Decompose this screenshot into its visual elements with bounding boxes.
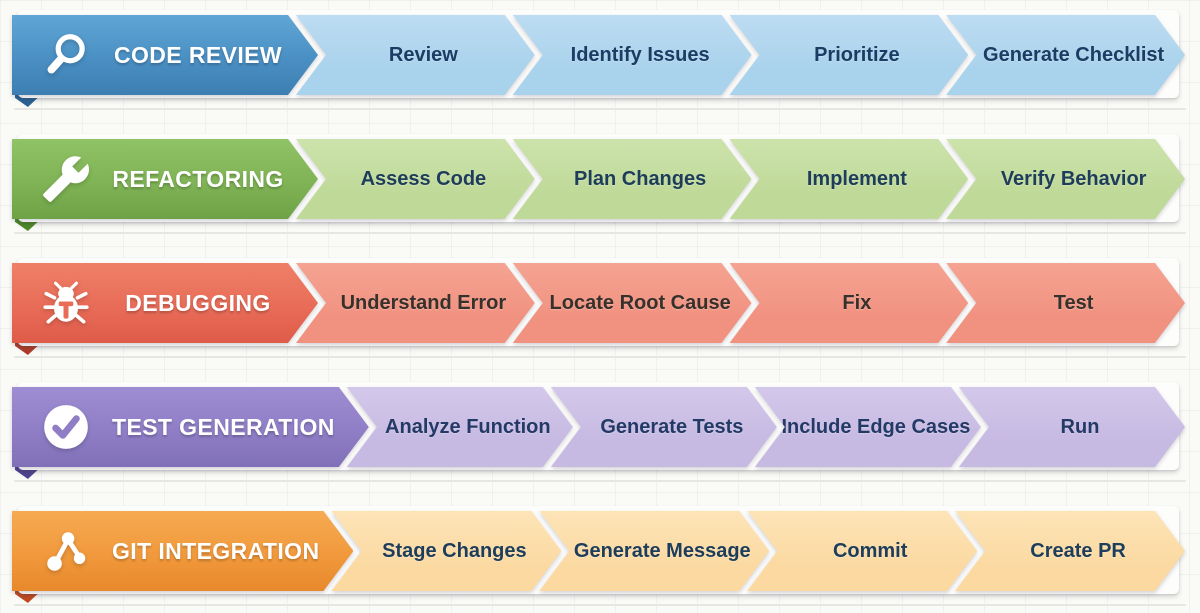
magnifier-icon bbox=[40, 29, 92, 81]
workflow-header: DEBUGGING bbox=[12, 263, 318, 343]
workflow-header: TEST GENERATION bbox=[12, 387, 369, 467]
row-divider bbox=[14, 232, 1186, 234]
ribbon-bar: TEST GENERATION Analyze Function Generate… bbox=[12, 387, 1185, 467]
step-label: Assess Code bbox=[360, 167, 487, 190]
workflow-step: Prioritize bbox=[730, 15, 969, 95]
workflow-step: Verify Behavior bbox=[946, 139, 1185, 219]
step-label: Generate Checklist bbox=[983, 43, 1165, 66]
workflow-title: CODE REVIEW bbox=[114, 41, 282, 68]
step-label: Analyze Function bbox=[385, 415, 551, 438]
step-label: Prioritize bbox=[814, 43, 900, 66]
step-label: Test bbox=[1053, 291, 1094, 314]
workflow-row: TEST GENERATION Analyze Function Generate… bbox=[12, 382, 1185, 479]
row-divider bbox=[14, 108, 1186, 110]
step-label: Commit bbox=[832, 539, 908, 562]
workflow-title: GIT INTEGRATION bbox=[112, 537, 320, 564]
step-label: Identify Issues bbox=[570, 43, 710, 66]
workflow-step: Generate Message bbox=[539, 511, 769, 591]
workflow-header: REFACTORING bbox=[12, 139, 318, 219]
step-label: Review bbox=[388, 43, 458, 66]
workflow-step: Run bbox=[959, 387, 1185, 467]
workflow-step: Understand Error bbox=[296, 263, 535, 343]
workflow-step: Plan Changes bbox=[513, 139, 752, 219]
workflow-header: GIT INTEGRATION bbox=[12, 511, 353, 591]
workflow-step: Identify Issues bbox=[513, 15, 752, 95]
ribbon-bar: CODE REVIEW Review Identify Issues Priorit… bbox=[12, 15, 1185, 95]
workflow-title: REFACTORING bbox=[112, 165, 284, 192]
step-label: Understand Error bbox=[340, 291, 507, 314]
git-branch-icon bbox=[40, 525, 92, 577]
row-divider bbox=[14, 480, 1186, 482]
workflow-row: DEBUGGING Understand Error Locate Root Ca… bbox=[12, 258, 1185, 355]
step-label: Include Edge Cases bbox=[781, 415, 971, 438]
wrench-icon bbox=[40, 153, 92, 205]
step-label: Create PR bbox=[1030, 539, 1126, 562]
workflow-step: Assess Code bbox=[296, 139, 535, 219]
step-label: Verify Behavior bbox=[1000, 167, 1147, 190]
workflow-step: Stage Changes bbox=[331, 511, 561, 591]
workflow-step: Implement bbox=[730, 139, 969, 219]
workflow-row: REFACTORING Assess Code Plan Changes Imple… bbox=[12, 134, 1185, 231]
step-label: Implement bbox=[806, 167, 907, 190]
row-divider bbox=[14, 356, 1186, 358]
workflow-step: Fix bbox=[730, 263, 969, 343]
workflow-row: CODE REVIEW Review Identify Issues Priorit… bbox=[12, 10, 1185, 107]
step-label: Fix bbox=[842, 291, 872, 314]
row-divider bbox=[14, 604, 1186, 606]
workflow-step: Test bbox=[946, 263, 1185, 343]
workflow-step: Locate Root Cause bbox=[513, 263, 752, 343]
workflow-step: Review bbox=[296, 15, 535, 95]
step-label: Generate Tests bbox=[600, 415, 744, 438]
step-label: Run bbox=[1060, 415, 1100, 438]
workflow-title: TEST GENERATION bbox=[112, 413, 335, 440]
ribbon-bar: DEBUGGING Understand Error Locate Root Ca… bbox=[12, 263, 1185, 343]
workflow-title: DEBUGGING bbox=[125, 289, 271, 316]
step-label: Stage Changes bbox=[382, 539, 527, 562]
ribbon-bar: REFACTORING Assess Code Plan Changes Imple… bbox=[12, 139, 1185, 219]
step-label: Locate Root Cause bbox=[549, 291, 731, 314]
workflow-step: Commit bbox=[747, 511, 977, 591]
workflow-row: GIT INTEGRATION Stage Changes Generate Me… bbox=[12, 506, 1185, 603]
workflow-header: CODE REVIEW bbox=[12, 15, 318, 95]
bug-icon bbox=[40, 277, 92, 329]
workflow-step: Include Edge Cases bbox=[755, 387, 981, 467]
step-label: Generate Message bbox=[573, 539, 751, 562]
workflow-step: Create PR bbox=[955, 511, 1185, 591]
workflow-step: Analyze Function bbox=[347, 387, 573, 467]
workflow-step: Generate Checklist bbox=[946, 15, 1185, 95]
workflow-step: Generate Tests bbox=[551, 387, 777, 467]
ribbon-bar: GIT INTEGRATION Stage Changes Generate Me… bbox=[12, 511, 1185, 591]
step-label: Plan Changes bbox=[573, 167, 707, 190]
check-circle-icon bbox=[40, 401, 92, 453]
